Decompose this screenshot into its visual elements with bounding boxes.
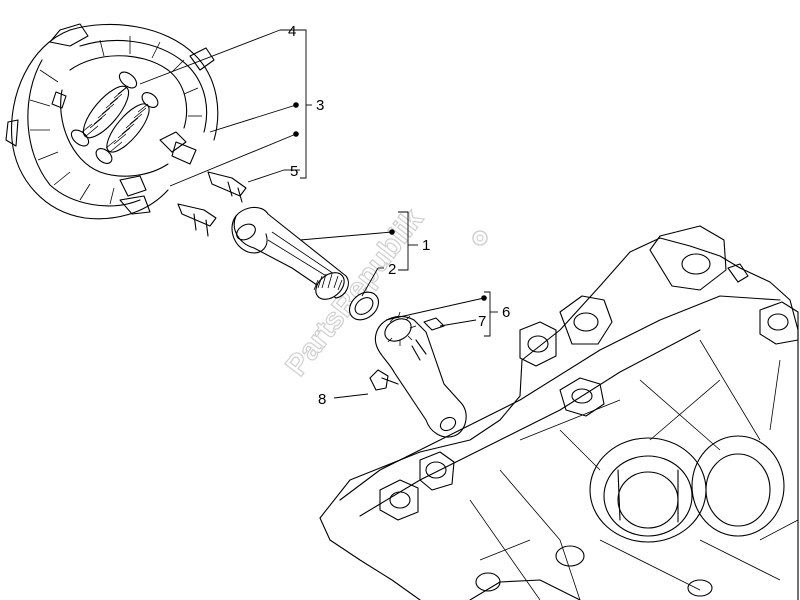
seal-ring (348, 291, 380, 321)
callout-4: 4 (288, 23, 296, 40)
callout-7: 7 (478, 313, 486, 330)
callout-8: 8 (318, 391, 326, 408)
lower-spring (95, 92, 159, 164)
brake-lever (374, 311, 467, 438)
upper-spring (70, 71, 138, 147)
crankcase-housing (319, 225, 799, 600)
watermark-gear-icon (472, 230, 488, 246)
callout-labels: 4 3 5 1 2 6 7 8 (288, 23, 510, 408)
callout-1: 1 (422, 237, 430, 254)
callout-leaders (139, 29, 498, 399)
callout-3: 3 (316, 97, 324, 114)
lever-bolt (369, 369, 399, 391)
retaining-clips (177, 171, 247, 237)
wear-indicator-clip (423, 317, 445, 331)
callout-6: 6 (502, 304, 510, 321)
callout-2: 2 (388, 261, 396, 278)
brake-camshaft (231, 206, 349, 300)
callout-5: 5 (290, 163, 298, 180)
brake-shoe-assembly (5, 23, 219, 220)
